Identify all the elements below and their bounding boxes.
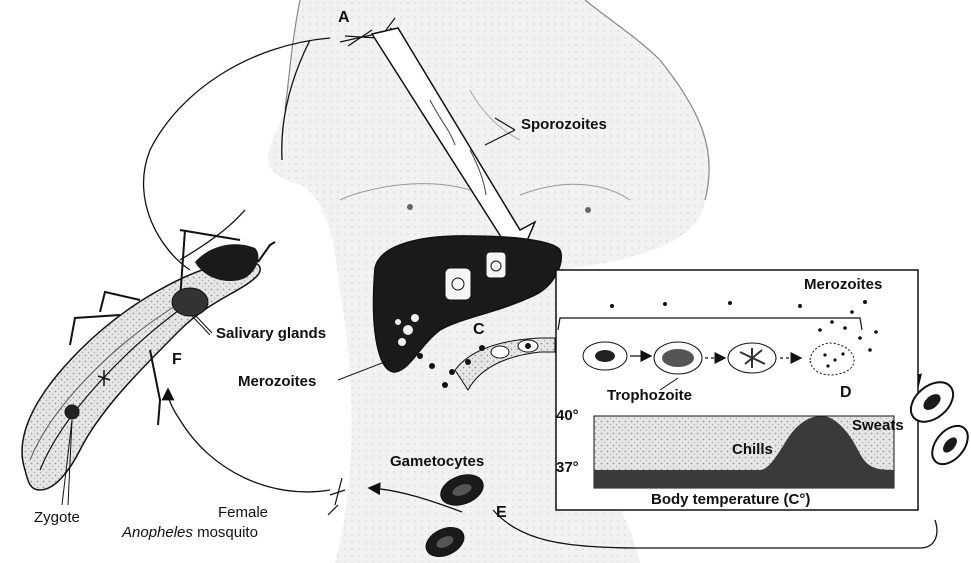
trophozoite-label: Trophozoite bbox=[607, 388, 692, 403]
sweats-label: Sweats bbox=[852, 418, 904, 433]
salivary-glands-label: Salivary glands bbox=[216, 326, 326, 341]
mosquito bbox=[22, 230, 275, 505]
stage-label-e: E bbox=[496, 505, 507, 521]
temperature-caption: Body temperature (C°) bbox=[651, 492, 810, 507]
zygote-label: Zygote bbox=[34, 510, 80, 525]
anopheles-mosquito-label: Anopheles mosquito bbox=[122, 525, 258, 540]
female-label: Female bbox=[218, 505, 268, 520]
stage-label-a: A bbox=[338, 10, 350, 26]
bite-site-bottom bbox=[328, 478, 345, 515]
temp-label-37: 37° bbox=[556, 460, 579, 475]
sporozoites-label: Sporozoites bbox=[521, 117, 607, 132]
stage-label-c: C bbox=[473, 322, 485, 338]
gametocytes-label: Gametocytes bbox=[390, 454, 484, 469]
merozoites-label-top: Merozoites bbox=[804, 277, 882, 292]
anopheles-word: Anopheles bbox=[122, 524, 193, 541]
chills-label: Chills bbox=[732, 442, 773, 457]
mosquito-word: mosquito bbox=[197, 524, 258, 541]
stage-label-d: D bbox=[840, 385, 852, 401]
merozoites-label-left: Merozoites bbox=[238, 374, 316, 389]
temp-label-40: 40° bbox=[556, 408, 579, 423]
stage-label-f: F bbox=[172, 352, 182, 368]
